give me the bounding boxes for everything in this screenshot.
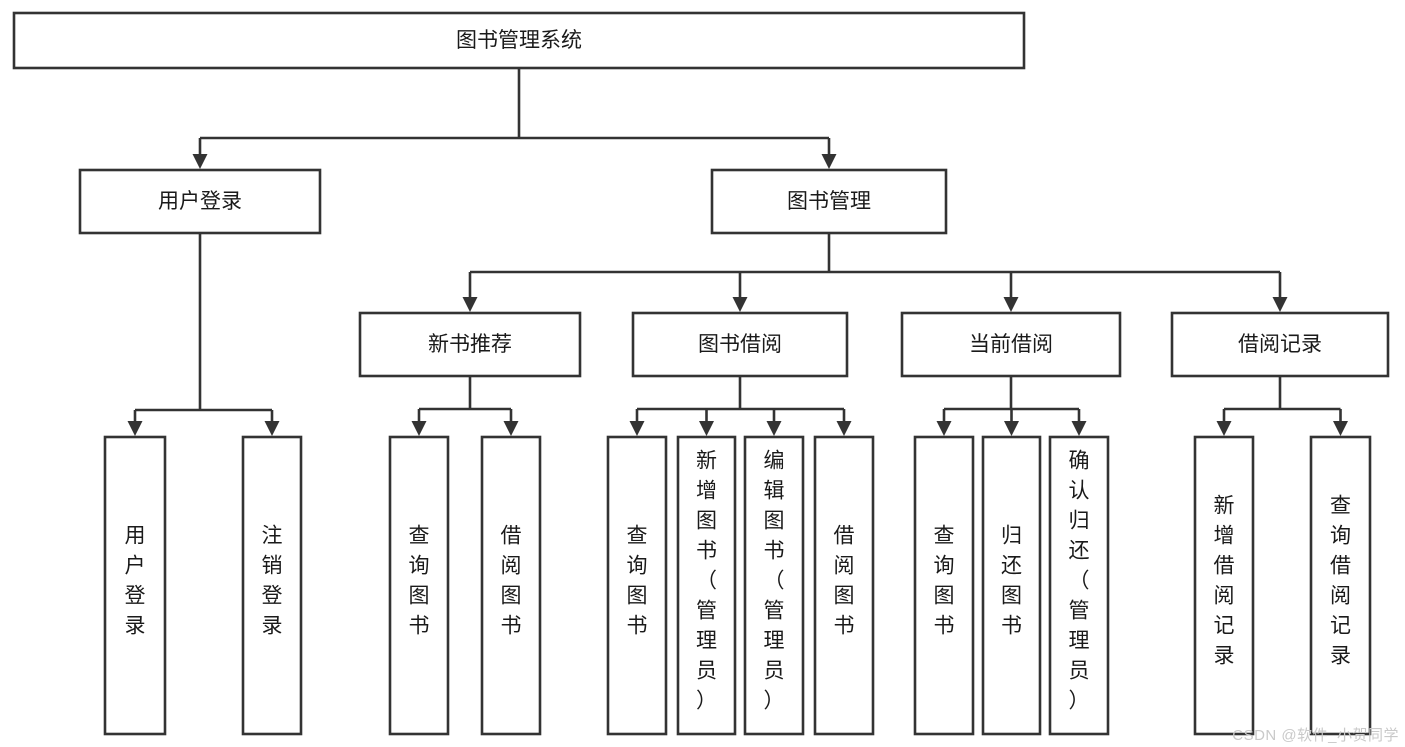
arrowhead — [629, 421, 645, 436]
node-label: 当前借阅 — [969, 333, 1053, 356]
node-newbook[interactable]: 新书推荐 — [358, 311, 582, 378]
node-leaf13[interactable]: 查询借阅记录 — [1309, 435, 1372, 736]
node-box[interactable] — [981, 435, 1042, 736]
node-box[interactable] — [676, 435, 737, 736]
arrowhead — [462, 297, 478, 312]
node-label: 归还图书 — [1001, 525, 1022, 638]
node-label: 编辑图书（管理员） — [764, 450, 785, 713]
node-box[interactable] — [743, 435, 805, 736]
node-box[interactable] — [241, 435, 303, 736]
arrowhead — [264, 421, 280, 436]
arrowhead — [1272, 297, 1288, 312]
node-label: 查询图书 — [409, 525, 430, 638]
node-leaf8[interactable]: 借阅图书 — [813, 435, 875, 736]
node-label: 新增借阅记录 — [1214, 495, 1235, 668]
node-label: 查询图书 — [627, 525, 648, 638]
arrowhead — [821, 154, 837, 169]
arrowhead — [192, 154, 208, 169]
node-leaf11[interactable]: 确认归还（管理员） — [1048, 435, 1110, 736]
node-leaf5[interactable]: 查询图书 — [606, 435, 668, 736]
node-label: 用户登录 — [158, 190, 242, 213]
node-leaf6[interactable]: 新增图书（管理员） — [676, 435, 737, 736]
arrowhead — [503, 421, 519, 436]
node-leaf2[interactable]: 注销登录 — [241, 435, 303, 736]
arrowhead — [732, 297, 748, 312]
node-box[interactable] — [12, 11, 1026, 70]
node-label: 借阅图书 — [501, 525, 522, 638]
node-box[interactable] — [1170, 311, 1390, 378]
node-box[interactable] — [358, 311, 582, 378]
node-leaf12[interactable]: 新增借阅记录 — [1193, 435, 1255, 736]
arrowhead — [411, 421, 427, 436]
node-box[interactable] — [900, 311, 1122, 378]
node-label: 图书借阅 — [698, 333, 782, 356]
node-label: 借阅图书 — [834, 525, 855, 638]
node-box[interactable] — [606, 435, 668, 736]
arrowhead — [766, 421, 782, 436]
arrowhead — [1004, 421, 1019, 436]
node-box[interactable] — [480, 435, 542, 736]
arrowhead — [1003, 297, 1019, 312]
node-label: 图书管理系统 — [456, 29, 582, 52]
node-login[interactable]: 用户登录 — [78, 168, 322, 235]
arrowhead — [127, 421, 143, 436]
arrowhead — [1333, 421, 1348, 436]
arrowhead — [1071, 421, 1087, 436]
arrowhead — [936, 421, 952, 436]
node-label: 确认归还（管理员） — [1069, 450, 1090, 713]
node-box[interactable] — [913, 435, 975, 736]
arrowhead — [836, 421, 852, 436]
node-borrow[interactable]: 图书借阅 — [631, 311, 849, 378]
arrowhead — [1216, 421, 1232, 436]
node-box[interactable] — [388, 435, 450, 736]
node-box[interactable] — [631, 311, 849, 378]
node-records[interactable]: 借阅记录 — [1170, 311, 1390, 378]
watermark-label: CSDN @软件_小贺同学 — [1232, 727, 1399, 744]
node-label: 新增图书（管理员） — [696, 450, 717, 713]
node-leaf3[interactable]: 查询图书 — [388, 435, 450, 736]
node-box[interactable] — [1048, 435, 1110, 736]
node-label: 用户登录 — [125, 525, 146, 638]
node-leaf9[interactable]: 查询图书 — [913, 435, 975, 736]
node-label: 图书管理 — [787, 190, 871, 213]
connector-layer — [127, 68, 1348, 436]
node-bookmgmt[interactable]: 图书管理 — [710, 168, 948, 235]
node-box[interactable] — [813, 435, 875, 736]
node-leaf10[interactable]: 归还图书 — [981, 435, 1042, 736]
node-leaf7[interactable]: 编辑图书（管理员） — [743, 435, 805, 736]
node-label: 查询借阅记录 — [1330, 495, 1351, 668]
arrowhead — [699, 421, 714, 436]
node-label: 借阅记录 — [1238, 333, 1322, 356]
node-label: 注销登录 — [262, 525, 283, 638]
node-box[interactable] — [103, 435, 167, 736]
node-leaf1[interactable]: 用户登录 — [103, 435, 167, 736]
node-label: 新书推荐 — [428, 333, 512, 356]
node-layer: 图书管理系统用户登录图书管理新书推荐图书借阅当前借阅借阅记录用户登录注销登录查询… — [12, 11, 1390, 736]
node-root[interactable]: 图书管理系统 — [12, 11, 1026, 70]
node-label: 查询图书 — [934, 525, 955, 638]
node-box[interactable] — [78, 168, 322, 235]
node-box[interactable] — [1309, 435, 1372, 736]
node-box[interactable] — [1193, 435, 1255, 736]
node-box[interactable] — [710, 168, 948, 235]
node-current[interactable]: 当前借阅 — [900, 311, 1122, 378]
node-leaf4[interactable]: 借阅图书 — [480, 435, 542, 736]
